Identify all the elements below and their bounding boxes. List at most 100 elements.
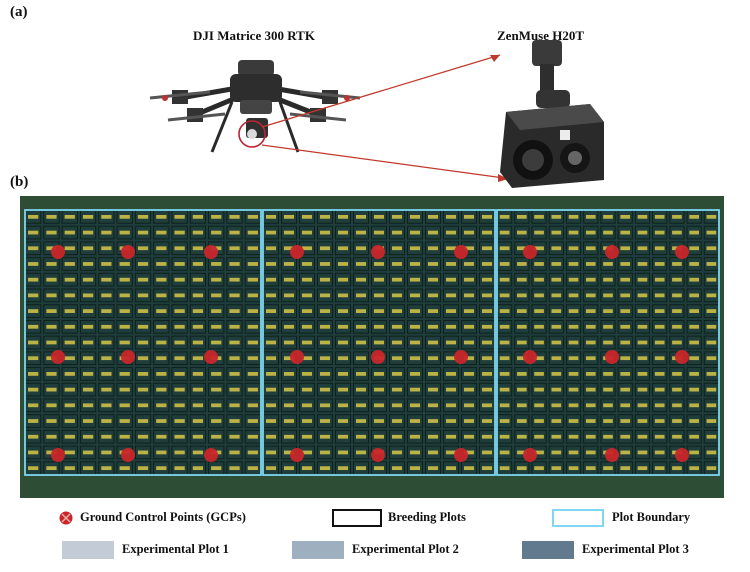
breeding-plot-cell [407, 288, 423, 303]
plot-id-mark [229, 419, 240, 423]
plot-id-mark [46, 372, 57, 376]
breeding-plot-cell [79, 304, 97, 318]
breeding-plot-cell [565, 304, 582, 318]
plot-id-mark [373, 403, 385, 408]
plot-id-mark [46, 293, 57, 298]
breeding-plot-cell [353, 288, 369, 303]
plot-id-mark [28, 434, 39, 439]
plot-id-mark [409, 466, 421, 471]
breeding-plot-cell [407, 319, 423, 334]
legend-exp1-label: Experimental Plot 1 [122, 542, 229, 556]
plot-id-mark [534, 466, 544, 471]
breeding-plot-cell [617, 382, 633, 397]
breeding-plot-cell [61, 398, 78, 413]
plot-id-mark [192, 293, 204, 298]
plot-id-mark [603, 387, 613, 392]
breeding-plot-cell [669, 335, 685, 350]
plot-id-mark [391, 309, 403, 313]
plot-id-mark [620, 214, 631, 219]
plot-id-mark [337, 466, 349, 471]
plot-id-mark [499, 372, 510, 376]
plot-id-mark [391, 293, 403, 298]
breeding-plot-cell [98, 225, 115, 240]
plot-id-mark [585, 340, 596, 345]
breeding-plot-cell [634, 225, 651, 240]
plot-id-mark [229, 293, 240, 298]
plot-id-mark [82, 403, 94, 408]
breeding-plot-cell [98, 304, 115, 318]
breeding-plot-cell [153, 351, 170, 366]
breeding-plot-cell [61, 272, 78, 287]
plot-id-mark [337, 403, 349, 408]
gcp-marker [675, 350, 689, 364]
breeding-plot-cell [389, 382, 405, 397]
plot-id-mark [585, 246, 596, 251]
breeding-plot-cell [600, 414, 616, 428]
breeding-plot-cell [226, 241, 243, 256]
plot-id-mark [174, 466, 185, 471]
breeding-plot-cell [686, 367, 702, 381]
plot-id-mark [319, 324, 331, 329]
gcp-marker [204, 350, 218, 364]
breeding-plot-cell [299, 429, 315, 444]
plot-id-mark [319, 214, 331, 219]
breeding-plot-cell [353, 319, 369, 334]
breeding-plot-cell [407, 429, 423, 444]
breeding-plot-cell [600, 382, 616, 397]
plot-id-mark [283, 419, 295, 423]
breeding-plot-cell [443, 257, 459, 271]
breeding-plot-cell [565, 272, 582, 287]
breeding-plot-cell [548, 367, 564, 381]
plot-id-mark [192, 372, 204, 376]
plot-id-mark [534, 277, 544, 282]
breeding-plot-cell [407, 414, 423, 428]
breeding-plot-cell [116, 225, 133, 240]
breeding-plot-cell [548, 429, 564, 444]
plot-id-mark [373, 309, 385, 313]
plot-id-mark [373, 387, 385, 392]
breeding-plot-cell [335, 398, 351, 413]
plot-id-mark [46, 277, 57, 282]
plot-id-mark [373, 230, 385, 235]
breeding-plot-cell [43, 414, 60, 428]
breeding-plot-cell [208, 414, 225, 428]
plot-id-mark [620, 262, 631, 266]
breeding-plot-cell [79, 414, 97, 428]
plot-id-mark [654, 372, 665, 376]
plot-id-mark [137, 214, 149, 219]
plot-id-mark [28, 277, 39, 282]
plot-id-mark [481, 262, 493, 266]
breeding-plot-cell [79, 398, 97, 413]
breeding-plot-cell [531, 335, 547, 350]
plot-id-mark [101, 372, 112, 376]
plot-boundary [496, 209, 720, 476]
breeding-plot-cell [371, 414, 387, 428]
breeding-plot-cell [116, 319, 133, 334]
plot-id-mark [355, 277, 367, 282]
gcp-marker [523, 448, 537, 462]
breeding-plot-cell [565, 319, 582, 334]
breeding-plot-cell [281, 319, 297, 334]
gcp-marker [675, 245, 689, 259]
plot-id-mark [301, 403, 313, 408]
plot-id-mark [174, 340, 185, 345]
plot-id-mark [101, 324, 112, 329]
breeding-plot-cell [514, 304, 530, 318]
breeding-plot-cell [189, 225, 207, 240]
breeding-plot-cell [443, 382, 459, 397]
plot-id-mark [229, 356, 240, 361]
breeding-plot-cell [299, 225, 315, 240]
plot-id-mark [409, 262, 421, 266]
breeding-plot-cell [669, 257, 685, 271]
breeding-plot-cell [353, 241, 369, 256]
plot-id-mark [137, 403, 149, 408]
plot-id-mark [585, 403, 596, 408]
plot-id-mark [637, 450, 648, 455]
plot-id-mark [568, 340, 579, 345]
breeding-plot-cell [407, 351, 423, 366]
plot-id-mark [211, 214, 222, 219]
plot-id-mark [46, 262, 57, 266]
plot-id-mark [156, 356, 167, 361]
plot-id-mark [64, 434, 75, 439]
plot-id-mark [391, 372, 403, 376]
